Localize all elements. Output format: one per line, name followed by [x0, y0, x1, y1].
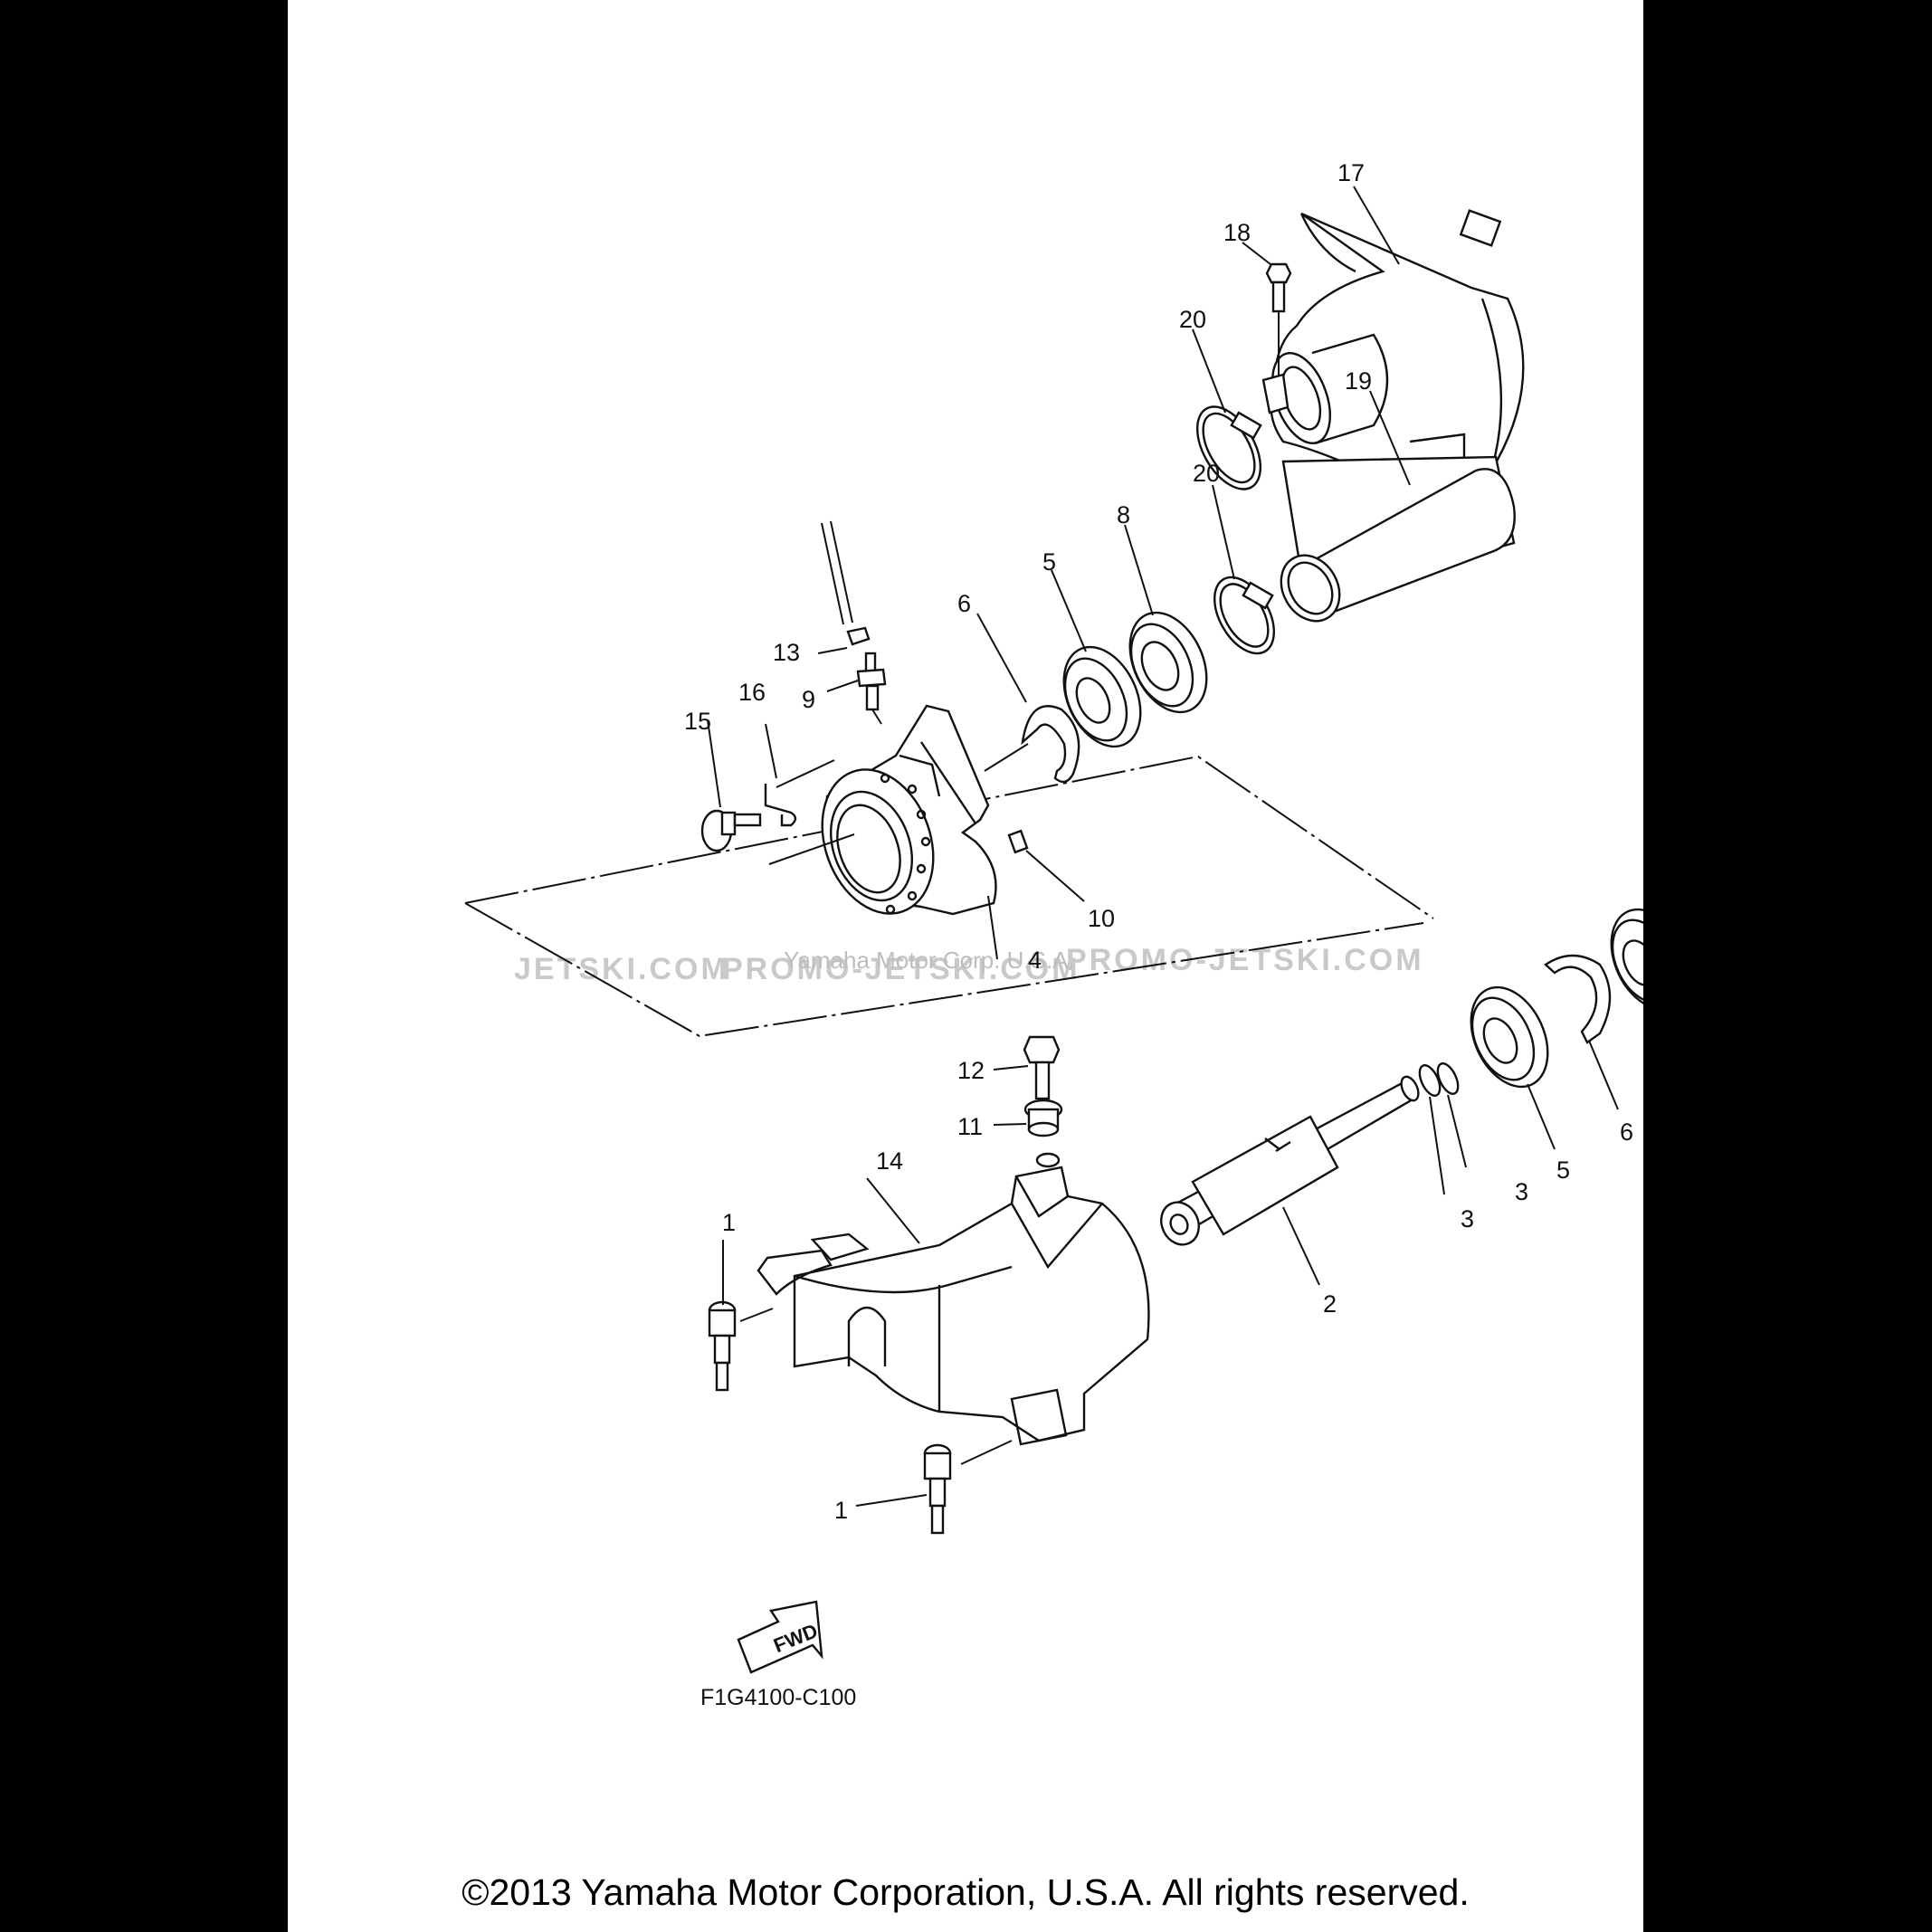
bolt-part-1-lower [855, 1440, 1013, 1535]
pump-housing-part [768, 704, 997, 916]
leader-18 [1242, 242, 1271, 265]
callout-2: 2 [1323, 1290, 1337, 1318]
leader-20b [1212, 484, 1235, 580]
callout-1b: 1 [834, 1497, 848, 1524]
callout-20b: 20 [1193, 460, 1220, 487]
callout-17: 17 [1337, 159, 1365, 186]
callout-6a: 6 [957, 590, 971, 617]
drive-shaft-part [1160, 1075, 1420, 1286]
callout-6b: 6 [1620, 1118, 1633, 1146]
callout-13: 13 [773, 639, 800, 666]
callout-15: 15 [684, 708, 711, 735]
callout-5a: 5 [1042, 548, 1056, 576]
callout-11: 11 [957, 1113, 983, 1140]
callout-12: 12 [957, 1057, 985, 1084]
watermark-left: JETSKI.COM [514, 952, 729, 986]
callout-16: 16 [738, 679, 766, 706]
bolt-part-1-upper [708, 1240, 774, 1392]
watermark-right: PROMO-JETSKI.COM [1066, 943, 1424, 977]
hose-tube-part [1280, 455, 1516, 623]
watermark-small: Yamaha Motor Corp. U.S.A. [784, 947, 1075, 974]
watermark-mid: PROMO-JETSKI.COM [722, 952, 1080, 986]
part-code: F1G4100-C100 [700, 1685, 856, 1710]
snap-ring-lower [1544, 954, 1619, 1110]
leader-20a [1192, 328, 1226, 414]
bolt-part-18 [1261, 262, 1292, 414]
callout-14: 14 [876, 1147, 903, 1175]
callout-8: 8 [1117, 501, 1130, 528]
callout-3b: 3 [1515, 1178, 1528, 1205]
bearing-part-8 [1128, 611, 1208, 714]
clip-part-16 [764, 723, 797, 827]
callout-10: 10 [1088, 905, 1115, 932]
leader-5a [1051, 569, 1087, 652]
fitting-parts-9-13 [817, 520, 887, 725]
callout-18: 18 [1223, 219, 1251, 246]
snap-ring-upper [984, 705, 1080, 784]
callout-3a: 3 [1461, 1205, 1474, 1232]
bolt-part-15 [700, 719, 762, 852]
exploded-parts-diagram: JETSKI.COM PROMO-JETSKI.COM PROMO-JETSKI… [464, 159, 1643, 1710]
nozzle-cover-part [1270, 209, 1525, 507]
bearing-part-7 [1610, 908, 1643, 1011]
leader-6a [976, 613, 1027, 703]
callout-19: 19 [1345, 367, 1372, 395]
assembly-bracket-lower [464, 902, 1424, 1038]
leader-19 [1369, 390, 1411, 486]
callout-9: 9 [802, 686, 815, 713]
o-ring-parts [1418, 1062, 1467, 1195]
assembly-bracket-upper [464, 755, 1434, 919]
hose-clamp-lower [1213, 576, 1275, 655]
bolt-part-12 [993, 1035, 1061, 1100]
dowel-pin-part [1007, 829, 1085, 902]
copyright-notice: ©2013 Yamaha Motor Corporation, U.S.A. A… [462, 1871, 1470, 1913]
intermediate-housing-part [757, 1152, 1150, 1446]
callout-4: 4 [1028, 947, 1042, 974]
diagram-sheet: JETSKI.COM PROMO-JETSKI.COM PROMO-JETSKI… [288, 0, 1643, 1932]
collar-part-11 [993, 1099, 1063, 1137]
forward-arrow-icon: FWD [737, 1600, 823, 1674]
bearing-part-5-lower [1470, 985, 1556, 1150]
hose-clamp-upper [1195, 405, 1262, 490]
leader-8 [1124, 524, 1154, 616]
callout-1a: 1 [722, 1209, 736, 1236]
bearing-part-5-upper [1062, 645, 1142, 748]
callout-5b: 5 [1556, 1156, 1570, 1184]
leader-4 [987, 895, 998, 960]
callout-20a: 20 [1179, 306, 1206, 333]
leader-17 [1353, 186, 1400, 265]
